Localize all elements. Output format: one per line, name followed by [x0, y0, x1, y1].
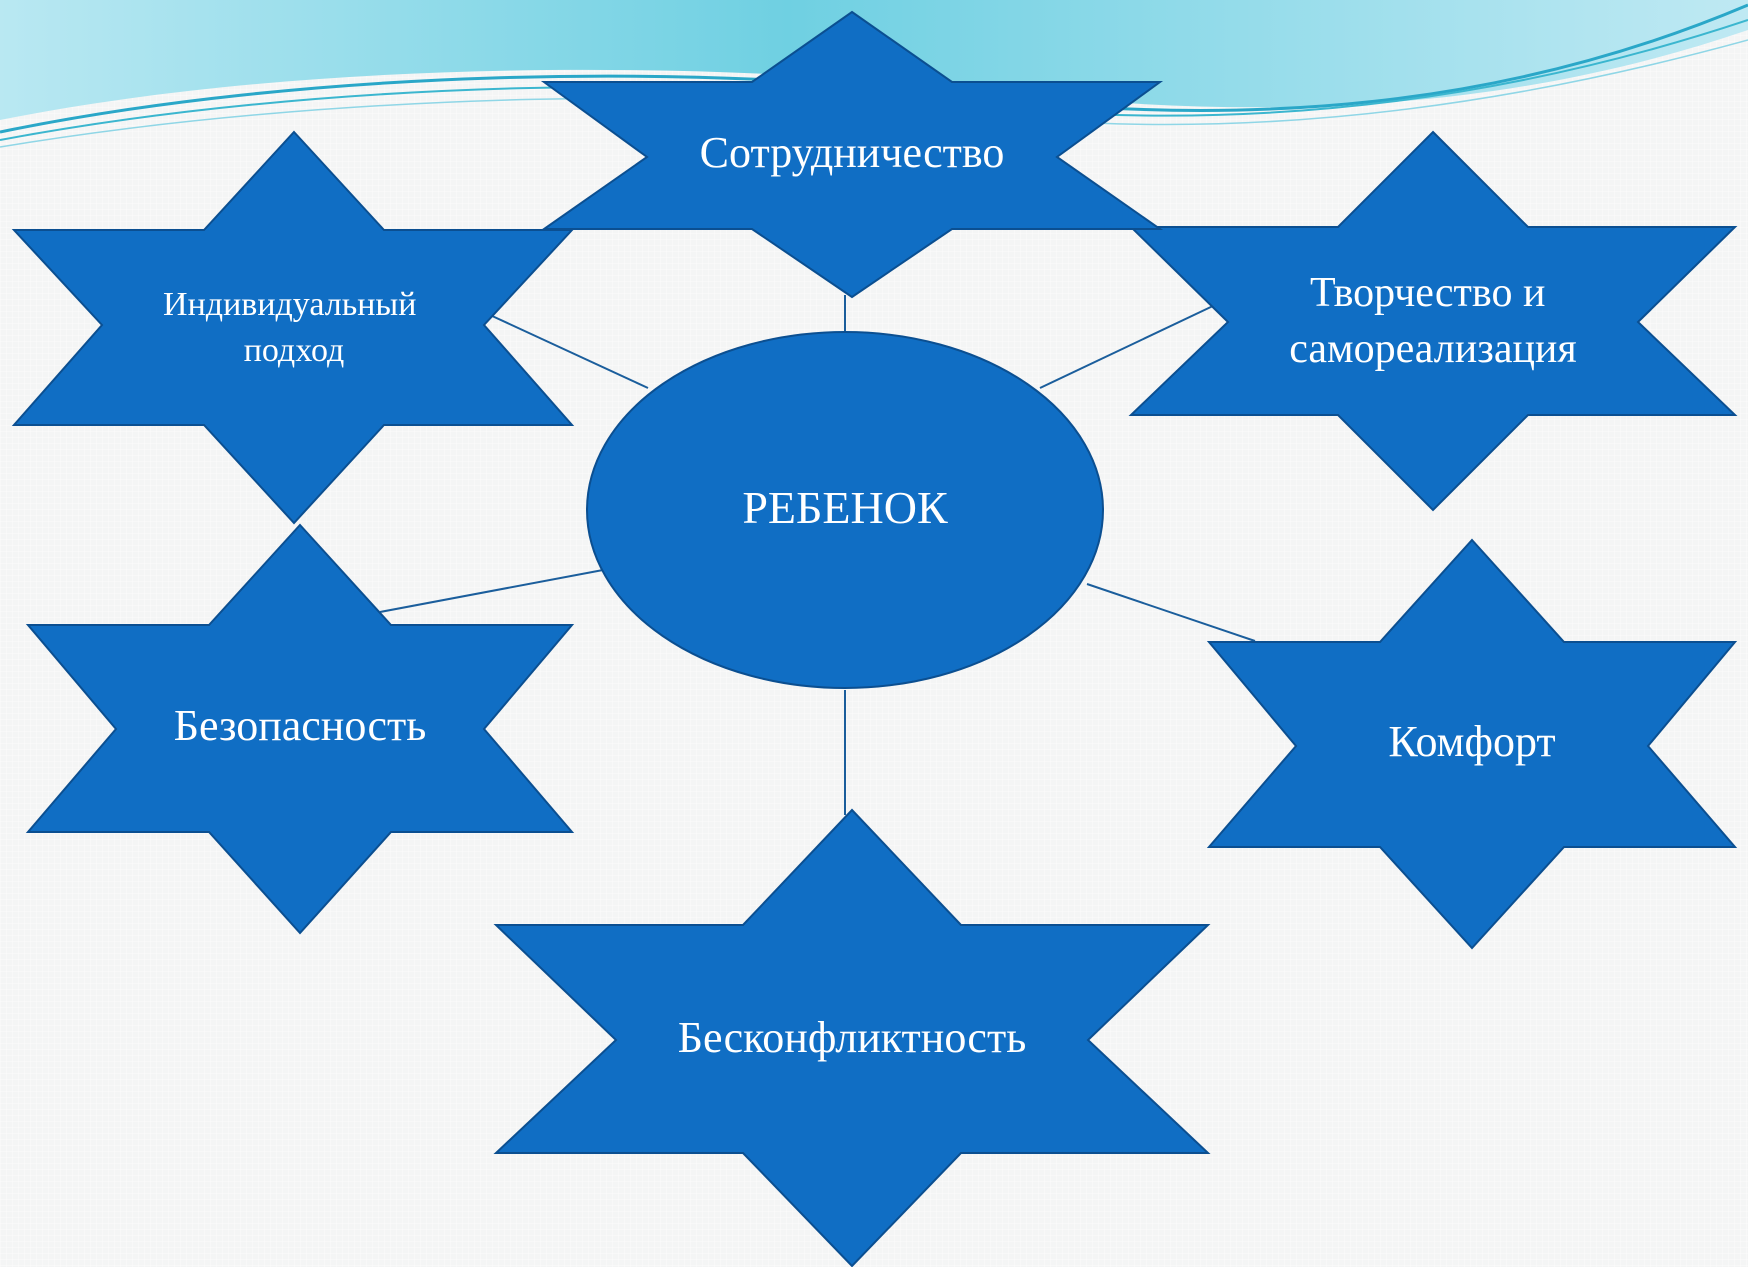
creativity-line-2: самореализация — [1289, 326, 1576, 372]
label-cooperation: Сотрудничество — [700, 128, 1005, 177]
conflict-free-line-1: Бесконфликтность — [678, 1013, 1027, 1062]
label-comfort: Комфорт — [1388, 717, 1555, 766]
label-safety: Безопасность — [174, 701, 427, 750]
connector-safety — [379, 569, 604, 613]
star-creativity[interactable]: Творчество и самореализация — [1128, 130, 1738, 512]
label-center: РЕБЕНОК — [742, 482, 948, 533]
label-conflict-free: Бесконфликтность — [678, 1013, 1027, 1062]
individual-approach-line-1: Индивидуальный — [163, 286, 416, 323]
individual-approach-line-2: подход — [244, 332, 345, 369]
comfort-line-1: Комфорт — [1388, 717, 1555, 766]
star-conflict-free[interactable]: Бесконфликтность — [493, 808, 1211, 1267]
connectors — [379, 295, 1256, 815]
connector-creativity — [1039, 304, 1216, 389]
label-individual-approach: Индивидуальный подход — [163, 286, 425, 369]
star-comfort[interactable]: Комфорт — [1206, 538, 1738, 950]
center-label: РЕБЕНОК — [742, 482, 948, 533]
safety-line-1: Безопасность — [174, 701, 427, 750]
label-creativity: Творчество и самореализация — [1289, 270, 1576, 372]
star-safety[interactable]: Безопасность — [25, 523, 575, 935]
connector-individual-approach — [489, 314, 649, 389]
center-node[interactable]: РЕБЕНОК — [586, 331, 1104, 689]
star-individual-approach[interactable]: Индивидуальный подход — [11, 130, 575, 525]
connector-comfort — [1086, 583, 1256, 642]
star-cooperation[interactable]: Сотрудничество — [540, 10, 1164, 299]
creativity-line-1: Творчество и — [1310, 270, 1545, 316]
cooperation-line-1: Сотрудничество — [700, 128, 1005, 177]
